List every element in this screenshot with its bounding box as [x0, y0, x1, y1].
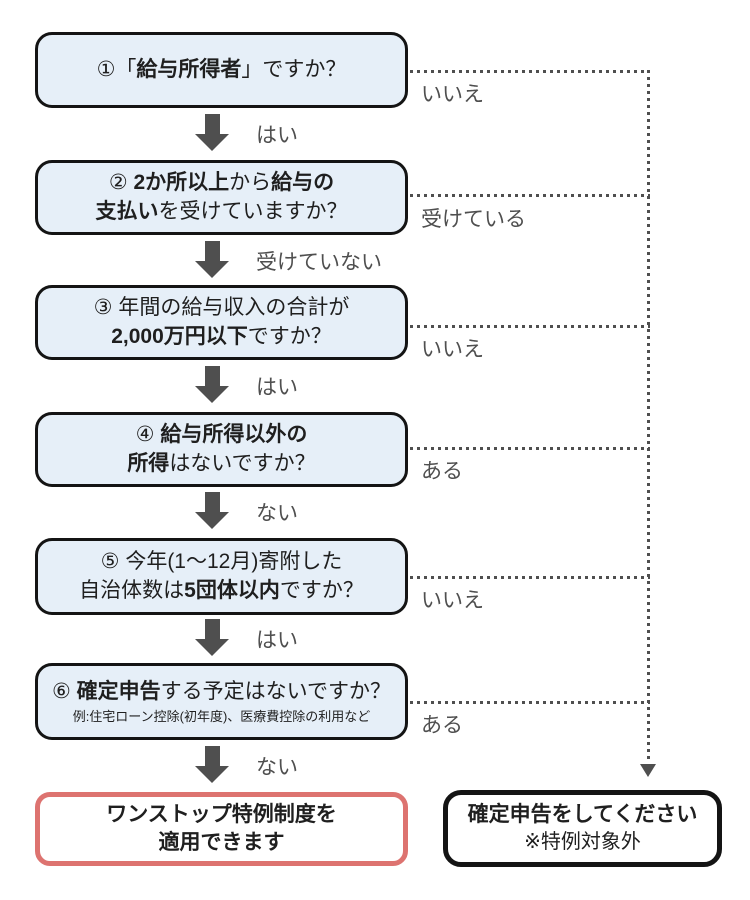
branch-line-5	[410, 576, 650, 579]
down-arrow-stem	[204, 746, 220, 766]
branch-trunk-line	[647, 70, 650, 762]
branch-arrowhead-icon	[640, 764, 656, 777]
branch-label-4: ある	[421, 460, 463, 483]
branch-line-2	[410, 194, 650, 197]
question-box-2: ② 2か所以上から給与の支払いを受けていますか？	[35, 160, 408, 235]
down-arrow-head	[195, 639, 229, 656]
branch-line-6	[410, 701, 650, 704]
branch-label-5: いいえ	[421, 589, 484, 612]
down-arrow-3	[195, 366, 229, 403]
question-box-1: ①「給与所得者」ですか？	[35, 32, 408, 108]
down-arrow-stem	[204, 619, 220, 639]
down-arrow-4	[195, 492, 229, 529]
branch-label-6: ある	[421, 714, 463, 737]
question-box-6: ⑥ 確定申告する予定はないですか？例:住宅ローン控除(初年度)、医療費控除の利用…	[35, 663, 408, 740]
down-arrow-label-5: はい	[256, 629, 298, 652]
down-arrow-stem	[204, 114, 220, 134]
branch-line-3	[410, 325, 650, 328]
down-arrow-head	[195, 512, 229, 529]
branch-label-1: いいえ	[421, 83, 484, 106]
down-arrow-label-2: 受けていない	[256, 251, 382, 274]
branch-label-2: 受けている	[421, 208, 526, 231]
down-arrow-label-1: はい	[256, 124, 298, 147]
question-box-5: ⑤ 今年(1～12月)寄附した自治体数は5団体以内ですか？	[35, 538, 408, 615]
down-arrow-stem	[204, 366, 220, 386]
down-arrow-5	[195, 619, 229, 656]
branch-label-3: いいえ	[421, 338, 484, 361]
down-arrow-label-4: ない	[256, 502, 298, 525]
down-arrow-stem	[204, 492, 220, 512]
branch-line-1	[410, 70, 650, 73]
result-onestop-box: ワンストップ特例制度を適用できます	[35, 792, 408, 866]
down-arrow-6	[195, 746, 229, 783]
down-arrow-head	[195, 766, 229, 783]
question-box-4: ④ 給与所得以外の所得はないですか？	[35, 412, 408, 487]
down-arrow-label-6: ない	[256, 756, 298, 779]
down-arrow-head	[195, 386, 229, 403]
result-tax-return-box: 確定申告をしてください※特例対象外	[443, 790, 722, 867]
down-arrow-head	[195, 134, 229, 151]
down-arrow-2	[195, 241, 229, 278]
down-arrow-1	[195, 114, 229, 151]
down-arrow-label-3: はい	[256, 376, 298, 399]
down-arrow-stem	[204, 241, 220, 261]
down-arrow-head	[195, 261, 229, 278]
branch-line-4	[410, 447, 650, 450]
